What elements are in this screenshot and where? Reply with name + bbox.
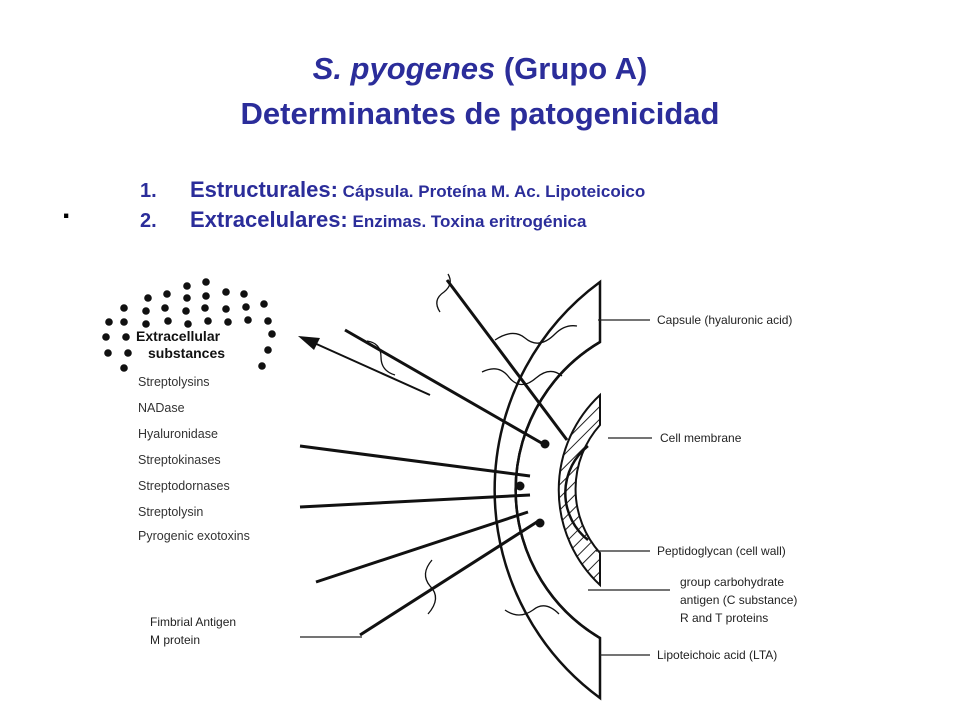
secretion-arrow [298, 336, 431, 396]
determinants-list: 1. Estructurales: Cápsula. Proteína M. Ac… [140, 175, 645, 235]
label-fimbrial-antigen: Fimbrial Antigen [150, 615, 236, 629]
label-m-protein: M protein [150, 633, 200, 647]
slide-title: S. pyogenes (Grupo A) [0, 50, 960, 88]
list-heading: Estructurales: [190, 177, 338, 202]
slide-subtitle: Determinantes de patogenicidad [240, 96, 720, 131]
right-leader-lines [300, 319, 670, 656]
radial-fimbriae [299, 279, 569, 637]
capsule-band [493, 279, 602, 701]
list-detail: Enzimas. Toxina eritrogénica [347, 212, 587, 231]
list-heading: Extracelulares: [190, 207, 348, 232]
stray-bullet-dot: . [62, 192, 71, 225]
title-group: (Grupo A) [495, 51, 648, 86]
label-cell-membrane: Cell membrane [660, 431, 742, 445]
substance-item: Streptolysin [138, 505, 203, 519]
label-capsule: Capsule (hyaluronic acid) [657, 313, 792, 327]
substance-item: Streptolysins [138, 375, 210, 389]
substance-item: NADase [138, 401, 185, 415]
substance-item: Streptodornases [138, 479, 230, 493]
peptidoglycan-layer [557, 392, 601, 588]
extracellular-substances-list: Streptolysins NADase Hyaluronidase Strep… [138, 375, 250, 543]
substance-item: Hyaluronidase [138, 427, 218, 441]
extracellular-title-line1: Extracellular [136, 328, 221, 344]
label-rt-proteins: R and T proteins [680, 611, 768, 625]
membrane-anchor-dots [515, 439, 550, 528]
extracellular-dots [102, 278, 276, 372]
label-peptidoglycan: Peptidoglycan (cell wall) [657, 544, 786, 558]
label-carbohydrate-line1: group carbohydrate [680, 575, 784, 589]
substance-item: Pyrogenic exotoxins [138, 529, 250, 543]
label-lta: Lipoteichoic acid (LTA) [657, 648, 777, 662]
cell-membrane-arc [564, 445, 589, 541]
list-number: 2. [140, 210, 157, 232]
list-item-structural: 1. Estructurales: Cápsula. Proteína M. Ac… [140, 175, 645, 205]
capsule-strands [366, 273, 578, 616]
extracellular-title-line2: substances [148, 345, 225, 361]
list-item-extracellular: 2. Extracelulares: Enzimas. Toxina eritro… [140, 205, 645, 235]
label-carbohydrate-line2: antigen (C substance) [680, 593, 797, 607]
substance-item: Streptokinases [138, 453, 221, 467]
list-detail: Cápsula. Proteína M. Ac. Lipoteicoico [337, 182, 646, 201]
title-species: S. pyogenes [312, 51, 496, 86]
list-number: 1. [140, 180, 157, 202]
